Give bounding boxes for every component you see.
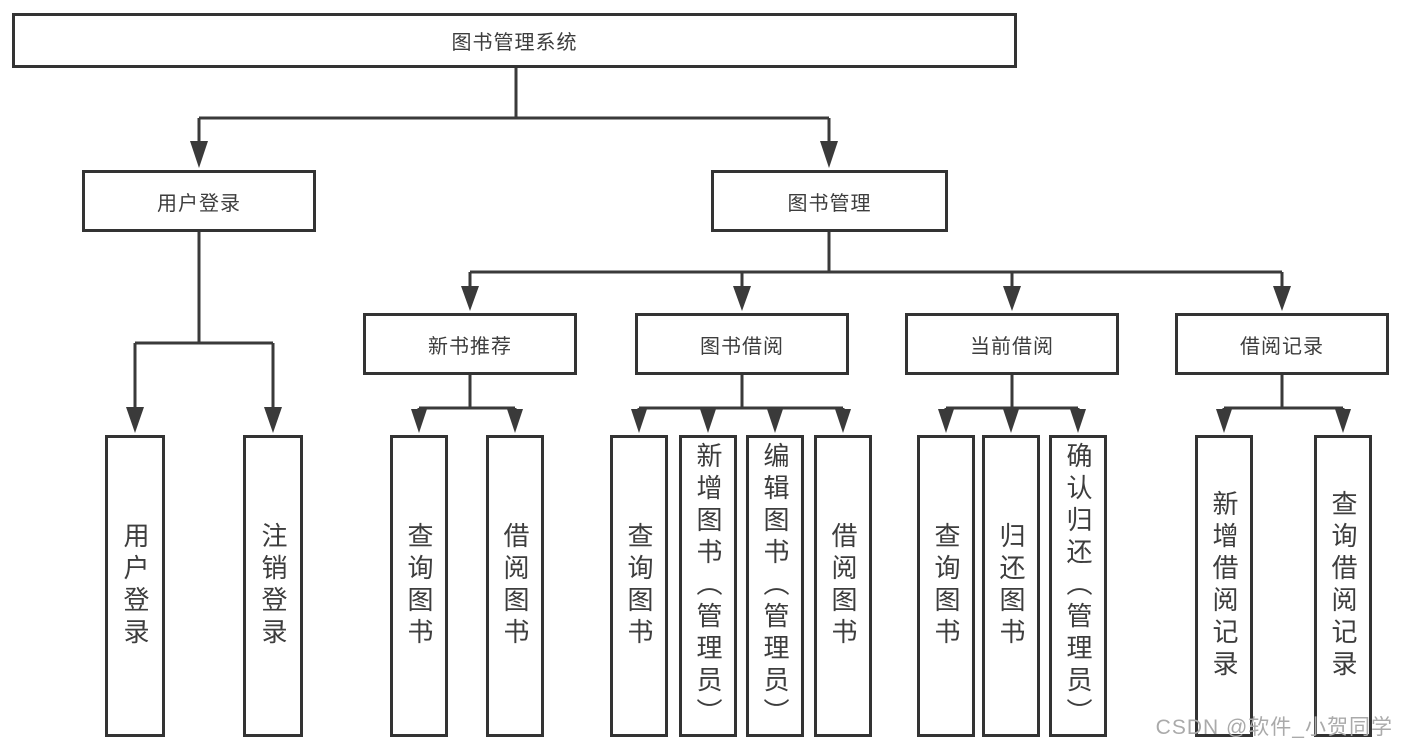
node-book-borrow: 图书借阅: [635, 313, 849, 375]
leaf-records-add-record: 新增借阅记录: [1195, 435, 1253, 737]
arrow-down-icon: [461, 286, 479, 311]
leaf-newbook-borrow-books: 借阅图书: [486, 435, 544, 737]
arrow-down-icon: [1216, 409, 1232, 433]
arrow-down-icon: [767, 409, 783, 433]
leaf-label: 编辑图书（管理员）: [760, 442, 790, 730]
leaf-label: 查询图书: [624, 522, 654, 650]
leaf-label: 查询借阅记录: [1328, 490, 1358, 682]
arrow-down-icon: [1273, 286, 1291, 311]
leaf-label: 借阅图书: [828, 522, 858, 650]
node-library-system: 图书管理系统: [12, 13, 1017, 68]
leaf-label: 确认归还（管理员）: [1063, 442, 1093, 730]
node-new-book-recommend: 新书推荐: [363, 313, 577, 375]
leaf-borrow-borrow-books: 借阅图书: [814, 435, 872, 737]
arrow-down-icon: [1335, 409, 1351, 433]
node-current-borrow: 当前借阅: [905, 313, 1119, 375]
arrow-down-icon: [700, 409, 716, 433]
arrow-down-icon: [835, 409, 851, 433]
arrow-down-icon: [190, 141, 208, 168]
arrow-down-icon: [507, 409, 523, 433]
leaf-label: 归还图书: [996, 522, 1026, 650]
arrow-down-icon: [1070, 409, 1086, 433]
node-borrow-records: 借阅记录: [1175, 313, 1389, 375]
arrow-down-icon: [820, 141, 838, 168]
node-user-login: 用户登录: [82, 170, 316, 232]
leaf-label: 查询图书: [931, 522, 961, 650]
arrow-down-icon: [1003, 286, 1021, 311]
arrow-down-icon: [411, 409, 427, 433]
arrowheads: [126, 141, 1351, 433]
arrow-down-icon: [733, 286, 751, 311]
leaf-logout-login: 注销登录: [243, 435, 303, 737]
arrow-down-icon: [264, 407, 282, 433]
arrow-down-icon: [631, 409, 647, 433]
leaf-label: 借阅图书: [500, 522, 530, 650]
leaf-borrow-query-books: 查询图书: [610, 435, 668, 737]
leaf-newbook-query-books: 查询图书: [390, 435, 448, 737]
leaf-current-return-books: 归还图书: [982, 435, 1040, 737]
leaf-current-confirm-return-admin: 确认归还（管理员）: [1049, 435, 1107, 737]
csdn-watermark: CSDN @软件_小贺同学: [1155, 716, 1393, 739]
leaf-records-query-record: 查询借阅记录: [1314, 435, 1372, 737]
node-book-management: 图书管理: [711, 170, 948, 232]
leaf-borrow-edit-books-admin: 编辑图书（管理员）: [746, 435, 804, 737]
arrow-down-icon: [126, 407, 144, 433]
leaf-label: 查询图书: [404, 522, 434, 650]
arrow-down-icon: [938, 409, 954, 433]
arrow-down-icon: [1003, 409, 1019, 433]
leaf-borrow-add-books-admin: 新增图书（管理员）: [679, 435, 737, 737]
leaf-user-login: 用户登录: [105, 435, 165, 737]
leaf-label: 用户登录: [120, 522, 150, 650]
leaf-label: 注销登录: [258, 522, 288, 650]
leaf-label: 新增图书（管理员）: [693, 442, 723, 730]
leaf-label: 新增借阅记录: [1209, 490, 1239, 682]
leaf-current-query-books: 查询图书: [917, 435, 975, 737]
